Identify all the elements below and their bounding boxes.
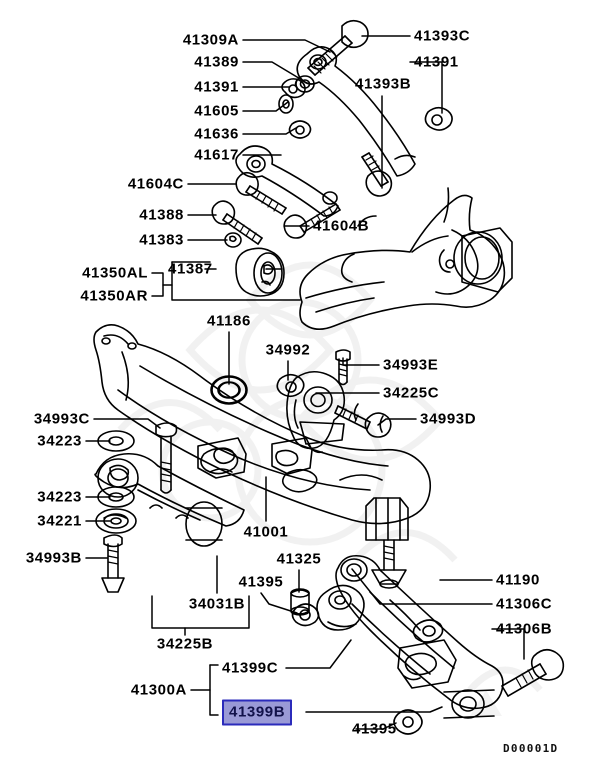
part-label-41325[interactable]: 41325 [276,550,322,568]
bracket-34225B [151,595,250,636]
part-41306C-bracket [365,497,409,541]
part-34223-washer-upper [97,430,135,452]
part-34993B-bolt [101,534,125,593]
part-34993E-bolt [335,349,351,386]
part-34993C-bolt [155,422,178,494]
part-41393B-bolt [361,152,393,197]
part-label-41617[interactable]: 41617 [194,146,239,164]
part-label-34221[interactable]: 34221 [37,512,82,530]
part-label-34223a[interactable]: 34223 [37,432,82,450]
part-41391-right-bushing [424,106,453,131]
bracket-41350 [151,261,301,301]
part-label-41391b[interactable]: 41391 [414,53,459,71]
part-41395-nut-left [291,603,320,627]
part-label-highlighted[interactable]: 41399B [222,699,293,726]
part-41617-link [235,145,339,217]
part-41186-collar [210,375,248,405]
part-34992-bushing [276,373,305,398]
part-label-41190[interactable]: 41190 [496,571,540,589]
part-label-34225c[interactable]: 34225C [383,384,440,402]
part-label-41389[interactable]: 41389 [194,53,239,71]
part-label-41306c[interactable]: 41306C [496,595,553,613]
part-41391-nut [281,78,306,99]
part-34225C-mount [286,370,346,454]
part-label-41186[interactable]: 41186 [207,312,251,330]
part-41604B-bolt [283,203,341,239]
part-label-41383[interactable]: 41383 [139,231,184,249]
part-label-34993c[interactable]: 34993C [33,410,90,428]
part-label-34223b[interactable]: 34223 [37,488,82,506]
part-label-34993d[interactable]: 34993D [420,410,477,428]
part-label-41391[interactable]: 41391 [194,78,239,96]
part-41395-nut-right [393,709,423,735]
part-41306B-bolt [501,648,565,697]
part-34031B-arm [94,452,245,547]
leader-lines-center [85,331,525,730]
part-41388-bolt [211,200,263,245]
part-41636-bushing [288,120,312,139]
part-41393C-bolt [307,19,369,76]
part-41300A-lower-arm [335,554,504,719]
part-41383-washer [224,232,242,248]
part-label-41399c[interactable]: 41399C [222,659,279,677]
highlight-badge-41399b[interactable]: 41399B [222,699,293,726]
part-41190-bolt [371,539,407,589]
bracket-41300A [190,639,443,716]
part-label-41309a[interactable]: 41309A [182,31,239,49]
part-label-41350al[interactable]: 41350AL [82,264,148,282]
part-label-41604c[interactable]: 41604C [127,175,184,193]
part-41387-bushing [235,247,285,297]
part-label-41395a[interactable]: 41395 [238,573,284,591]
part-label-34225b[interactable]: 34225B [156,635,214,653]
part-41604C-bolt [235,171,287,215]
part-label-41388[interactable]: 41388 [139,206,184,224]
part-label-41605[interactable]: 41605 [194,102,239,120]
part-label-41395b[interactable]: 41395 [352,720,397,738]
part-label-41306b[interactable]: 41306B [496,620,553,638]
part-34223-washer-lower [97,486,135,508]
part-label-34992[interactable]: 34992 [265,341,311,359]
part-41605-washer [278,94,294,114]
part-label-41300a[interactable]: 41300A [130,681,187,699]
part-label-41393c[interactable]: 41393C [414,27,471,45]
part-label-41350ar[interactable]: 41350AR [80,287,148,305]
part-label-34993e[interactable]: 34993E [383,356,439,374]
part-34221-washer [95,508,137,534]
part-label-41636[interactable]: 41636 [194,125,239,143]
part-knuckle-assembly [299,187,513,330]
part-34993D-bolt [334,405,392,438]
part-label-41001[interactable]: 41001 [243,523,289,541]
drawing-code: D00001D [503,742,559,755]
part-label-34993b[interactable]: 34993B [25,549,82,567]
part-label-41387[interactable]: 41387 [168,260,213,278]
part-label-34031b[interactable]: 34031B [188,595,246,613]
part-label-41604b[interactable]: 41604B [313,217,370,235]
part-label-41393b[interactable]: 41393B [355,75,412,93]
